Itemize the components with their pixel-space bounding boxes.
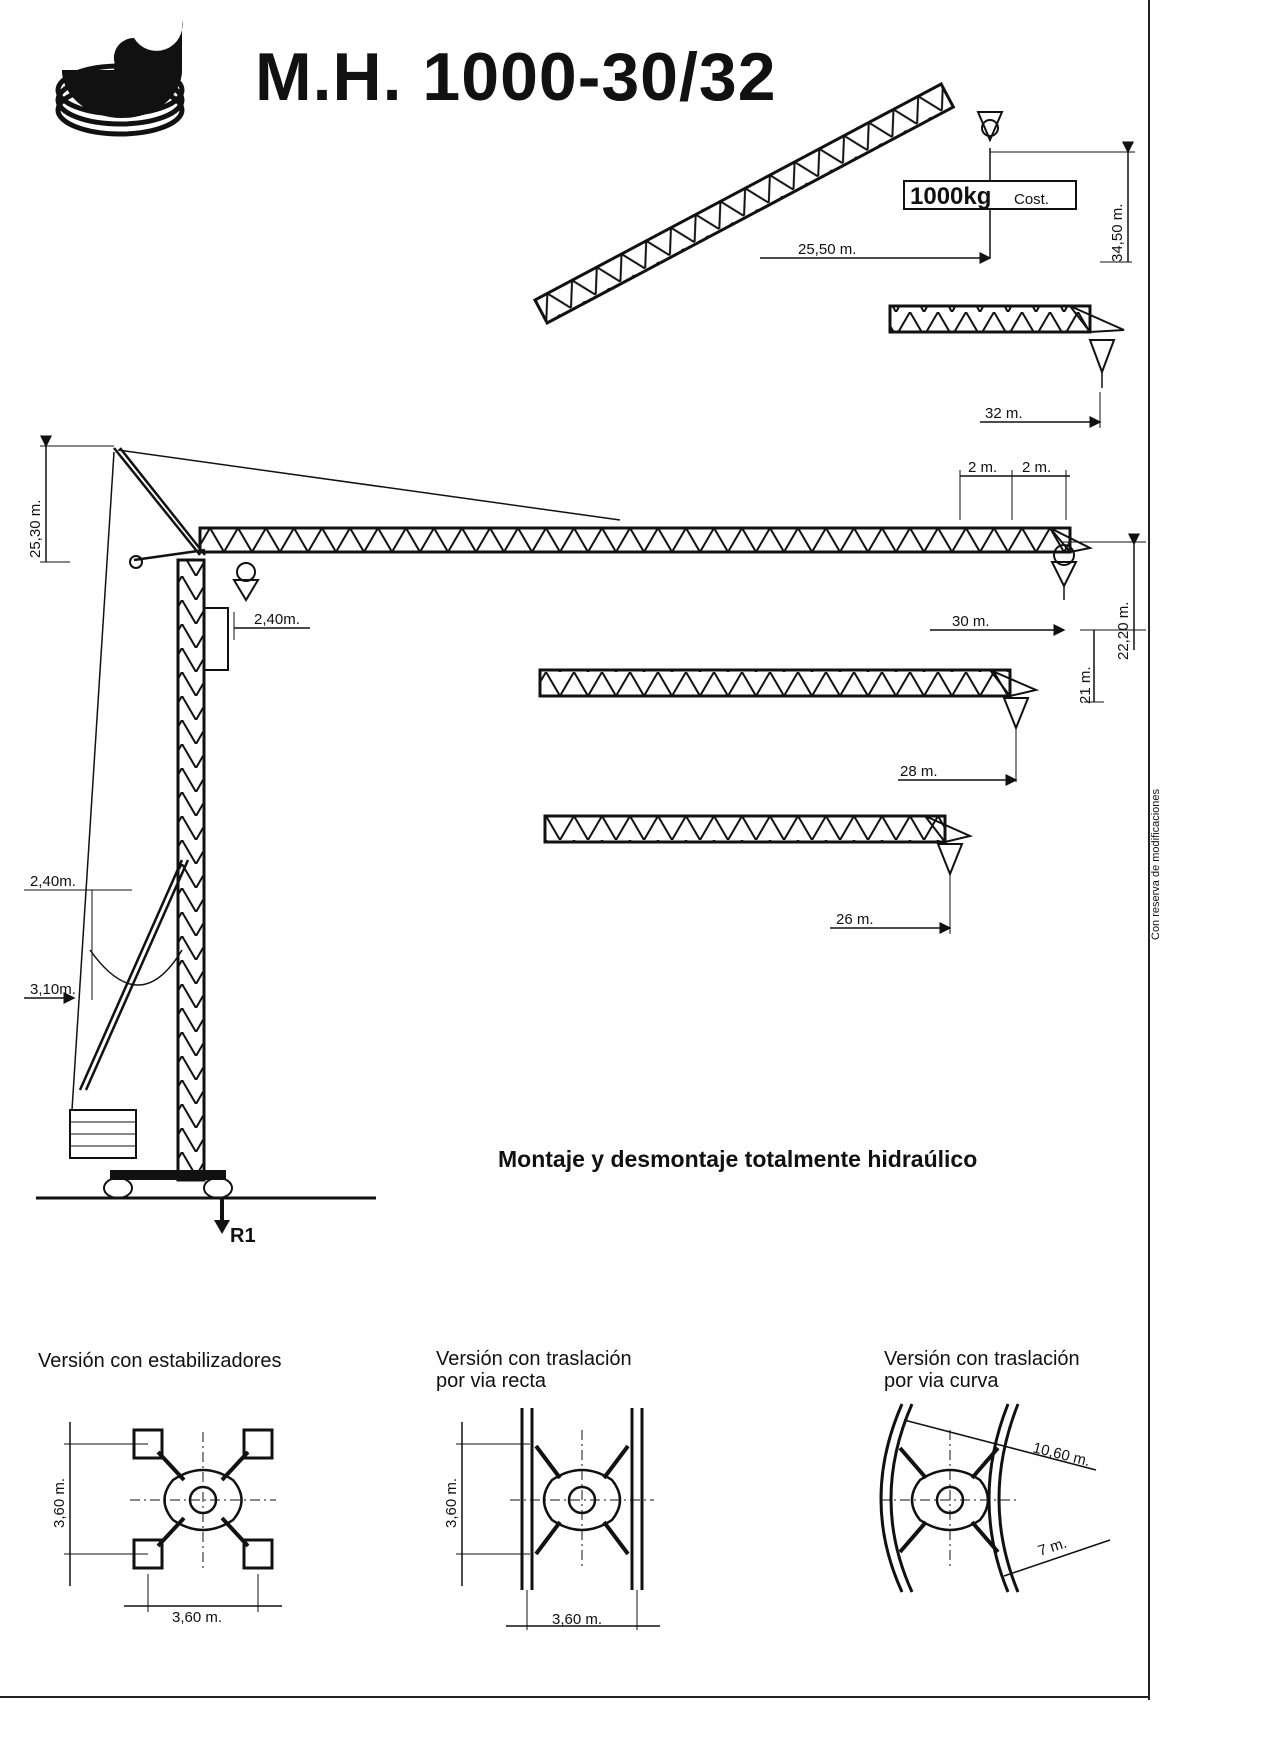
- dim-2-a: 2 m.: [968, 459, 997, 476]
- version-3-caption: Versión con traslación por via curva: [884, 1348, 1080, 1392]
- dim-2-b: 2 m.: [1022, 459, 1051, 476]
- version-1-line1: Versión con estabilizadores: [38, 1350, 282, 1372]
- v3-dim-a: 10,60 m.: [1031, 1439, 1092, 1470]
- dim-26: 26 m.: [836, 911, 874, 928]
- dim-25-50: 25,50 m.: [798, 241, 856, 258]
- dim-3-10: 3,10m.: [30, 981, 76, 998]
- main-crane: [24, 435, 1146, 1234]
- dim-28: 28 m.: [900, 763, 938, 780]
- jib-26m: [543, 814, 974, 934]
- assembly-caption: Montaje y desmontaje totalmente hidraúli…: [498, 1146, 978, 1172]
- version-2-line1: Versión con traslación: [436, 1348, 632, 1370]
- dim-30: 30 m.: [952, 613, 990, 630]
- inclined-jib: [532, 82, 1135, 325]
- v2-dim-height: 3,60 m.: [443, 1478, 460, 1528]
- dim-2-40-mid: 2,40m.: [30, 873, 76, 890]
- page-title: M.H. 1000-30/32: [255, 39, 777, 115]
- reaction-r1-label: R1: [230, 1225, 256, 1247]
- dim-32: 32 m.: [985, 405, 1023, 422]
- side-note: Con reserva de modificaciones: [1150, 788, 1162, 940]
- dim-21: 21 m.: [1077, 666, 1094, 704]
- load-capacity-suffix: Cost.: [1014, 191, 1049, 208]
- version-3-line1: Versión con traslación: [884, 1348, 1080, 1370]
- v1-dim-width: 3,60 m.: [172, 1609, 222, 1626]
- version-2-caption: Versión con traslación por via recta: [436, 1348, 632, 1392]
- frame-right-border: [1148, 0, 1150, 1700]
- jib-32m: [888, 304, 1125, 428]
- version-2-line2: por via recta: [436, 1370, 547, 1392]
- v2-dim-width: 3,60 m.: [552, 1611, 602, 1628]
- load-capacity-value: 1000kg: [910, 183, 991, 210]
- version-3-line2: por via curva: [884, 1370, 999, 1392]
- v1-dim-height: 3,60 m.: [51, 1478, 68, 1528]
- frame-bottom-border: [0, 1696, 1150, 1698]
- jib-28m: [538, 668, 1040, 786]
- dim-25-30: 25,30 m.: [27, 500, 44, 558]
- version-1-caption: Versión con estabilizadores: [38, 1350, 281, 1372]
- plan-curved-track: [879, 1403, 1111, 1593]
- dim-2-40-top: 2,40m.: [254, 611, 300, 628]
- plan-stabilizers: [64, 1422, 282, 1612]
- company-logo-icon: [55, 20, 185, 137]
- plan-straight-track: [456, 1408, 660, 1630]
- dim-34-50: 34,50 m.: [1109, 204, 1126, 262]
- dim-22-20: 22,20 m.: [1115, 602, 1132, 660]
